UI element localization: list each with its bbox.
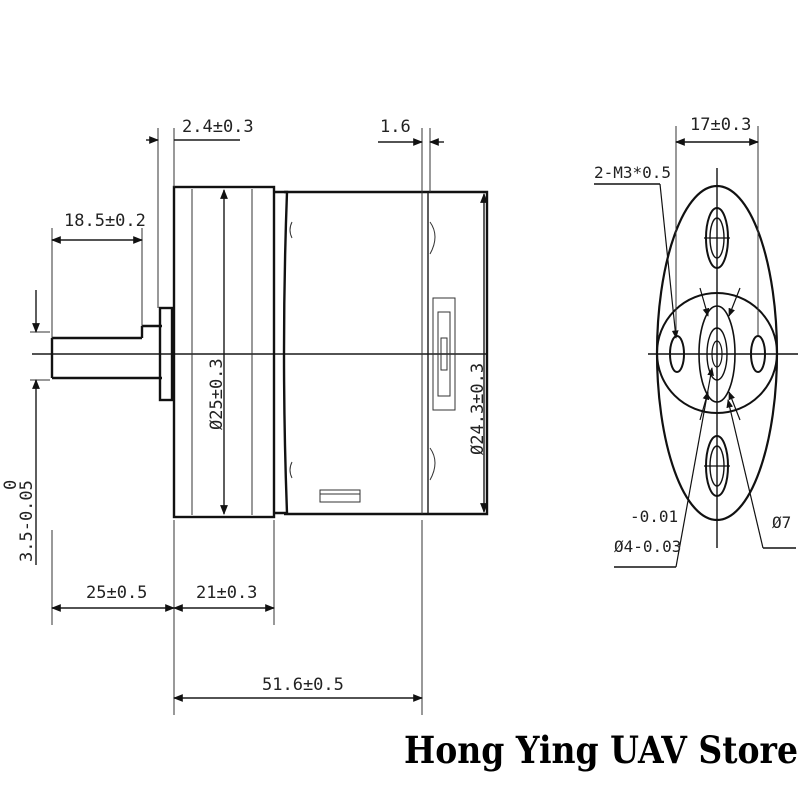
dim-shaft-step: 2.4±0.3 [146,117,254,308]
dim-motor-diameter: Ø24.3±0.3 [468,193,488,513]
dim-total-length: 51.6±0.5 [173,520,423,715]
dim-boss-label: Ø7 [772,513,791,532]
mount-hole-bottom [704,435,730,497]
dim-boss: Ø7 [726,399,796,549]
dim-hole-spacing: 17±0.3 [675,115,759,335]
store-watermark: Hong Ying UAV Store [404,728,798,772]
shaft-flange [158,306,174,402]
dim-shaft-diameter-upper: 0 [1,480,21,490]
boss-leader-ur [728,287,741,317]
dim-motor-diameter-label: Ø24.3±0.3 [468,363,488,455]
dim-gearbox-length: 21±0.3 [173,520,275,625]
dim-mount-holes: 2-M3*0.5 [594,163,679,339]
gearbox-body [172,185,276,519]
end-boss-inner-ring [706,327,728,381]
dim-mount-holes-label: 2-M3*0.5 [594,163,671,182]
dim-gearbox-diameter-label: Ø25±0.3 [207,358,227,430]
side-hole-right [750,335,766,373]
end-shaft-circle [711,340,723,368]
end-boss-outer-ring [698,305,736,403]
mount-hole-top [704,207,730,269]
dim-total-length-label: 51.6±0.5 [262,675,344,695]
boss-leader-lr [728,391,741,421]
boss-leader-ul [699,287,710,317]
dim-gearbox-diameter: Ø25±0.3 [207,189,228,515]
dim-shaft-tol-lower: Ø4-0.03 [614,537,681,556]
dim-output-length-label: 25±0.5 [86,583,147,603]
dim-hole-spacing-label: 17±0.3 [690,115,751,135]
dim-shaft-length-label: 18.5±0.2 [64,211,146,231]
dim-shaft-step-label: 2.4±0.3 [182,117,254,137]
dim-endcap-label: 1.6 [380,117,411,137]
side-view: 2.4±0.3 1.6 18.5±0.2 Ø25±0.3 Ø24.3±0.3 [1,117,489,715]
dim-shaft-diameter-lower: 3.5-0.05 [17,480,37,562]
dim-shaft-tol-upper: -0.01 [630,507,678,526]
dim-shaft-diameter: 0 3.5-0.05 [1,290,50,565]
dim-shaft-tolerance: -0.01 Ø4-0.03 [614,367,714,568]
dim-endcap: 1.6 [378,117,444,192]
dim-shaft-length: 18.5±0.2 [51,211,146,338]
dim-gearbox-length-label: 21±0.3 [196,583,257,603]
output-shaft [50,324,162,380]
dim-output-length: 25±0.5 [51,520,175,715]
